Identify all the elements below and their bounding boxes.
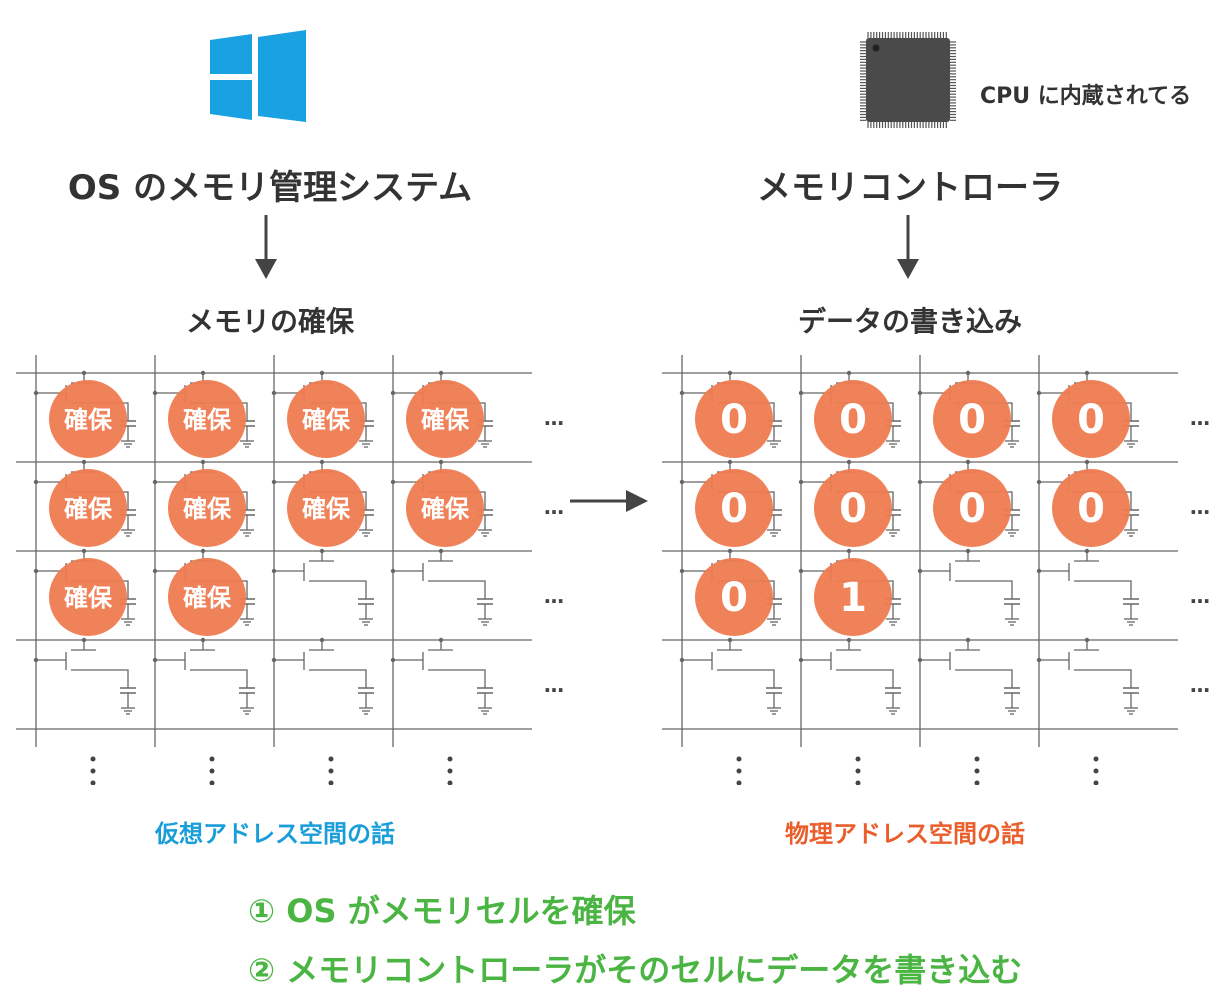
row-ellipsis: … xyxy=(544,584,564,608)
physical-cell-1-0 xyxy=(695,469,773,547)
row-ellipsis: … xyxy=(544,673,564,697)
physical-grid: 0 0 0 0 … 0 0 0 0 … 0 1 … … xyxy=(662,355,1210,785)
virtual-cell-1-0 xyxy=(49,469,127,547)
right-arrow xyxy=(570,490,648,512)
virtual-cell-label: 確保 xyxy=(302,495,351,523)
row-ellipsis: … xyxy=(1190,495,1210,519)
virtual-cell-2-1 xyxy=(168,558,246,636)
physical-cell-label: 0 xyxy=(720,575,748,621)
virtual-cell-2-0 xyxy=(49,558,127,636)
physical-cell-label: 0 xyxy=(958,397,986,443)
physical-cell-0-3 xyxy=(1052,380,1130,458)
virtual-cell-1-3 xyxy=(406,469,484,547)
virtual-cell-label: 確保 xyxy=(183,584,232,612)
data-write-subtitle: データの書き込み xyxy=(797,305,1022,338)
row-ellipsis: … xyxy=(1190,406,1210,430)
virtual-cell-label: 確保 xyxy=(183,495,232,523)
cpu-chip-icon xyxy=(860,32,956,128)
virtual-cell-0-3 xyxy=(406,380,484,458)
row-ellipsis: … xyxy=(544,495,564,519)
physical-cell-2-0 xyxy=(695,558,773,636)
down-arrow-left xyxy=(255,215,277,279)
down-arrow-right xyxy=(897,215,919,279)
windows-logo-icon xyxy=(210,30,306,122)
physical-cell-1-3 xyxy=(1052,469,1130,547)
virtual-cell-label: 確保 xyxy=(64,406,113,434)
physical-cell-label: 0 xyxy=(958,486,986,532)
virtual-cell-0-0 xyxy=(49,380,127,458)
physical-cell-label: 0 xyxy=(839,397,867,443)
virtual-cell-label: 確保 xyxy=(421,495,470,523)
virtual-cell-label: 確保 xyxy=(302,406,351,434)
physical-cell-label: 0 xyxy=(1077,397,1105,443)
virtual-cell-1-1 xyxy=(168,469,246,547)
virtual-cell-0-2 xyxy=(287,380,365,458)
physical-cell-label: 0 xyxy=(839,486,867,532)
memory-controller-title: メモリコントローラ xyxy=(757,168,1063,208)
os-memory-system-title: OS のメモリ管理システム xyxy=(67,168,473,208)
virtual-address-space-label: 仮想アドレス空間の話 xyxy=(155,820,395,848)
virtual-grid: 確保確保確保確保…確保確保確保確保…確保確保…… xyxy=(16,355,564,785)
step-1-text: ① OS がメモリセルを確保 xyxy=(248,892,636,930)
row-ellipsis: … xyxy=(1190,584,1210,608)
physical-cell-1-1 xyxy=(814,469,892,547)
physical-cell-label: 0 xyxy=(1077,486,1105,532)
virtual-cell-label: 確保 xyxy=(64,584,113,612)
virtual-cell-0-1 xyxy=(168,380,246,458)
physical-cell-0-2 xyxy=(933,380,1011,458)
physical-cell-label: 1 xyxy=(839,575,867,621)
memory-allocation-subtitle: メモリの確保 xyxy=(185,305,354,338)
virtual-cell-label: 確保 xyxy=(421,406,470,434)
physical-address-space-label: 物理アドレス空間の話 xyxy=(785,820,1025,848)
physical-cell-0-0 xyxy=(695,380,773,458)
virtual-cell-label: 確保 xyxy=(183,406,232,434)
row-ellipsis: … xyxy=(1190,673,1210,697)
row-ellipsis: … xyxy=(544,406,564,430)
physical-cell-1-2 xyxy=(933,469,1011,547)
physical-cell-label: 0 xyxy=(720,486,748,532)
physical-cell-label: 0 xyxy=(720,397,748,443)
virtual-cell-label: 確保 xyxy=(64,495,113,523)
physical-cell-0-1 xyxy=(814,380,892,458)
physical-cell-2-1 xyxy=(814,558,892,636)
cpu-note: CPU に内蔵されてる xyxy=(980,84,1192,109)
virtual-cell-1-2 xyxy=(287,469,365,547)
step-2-text: ② メモリコントローラがそのセルにデータを書き込む xyxy=(248,951,1023,989)
